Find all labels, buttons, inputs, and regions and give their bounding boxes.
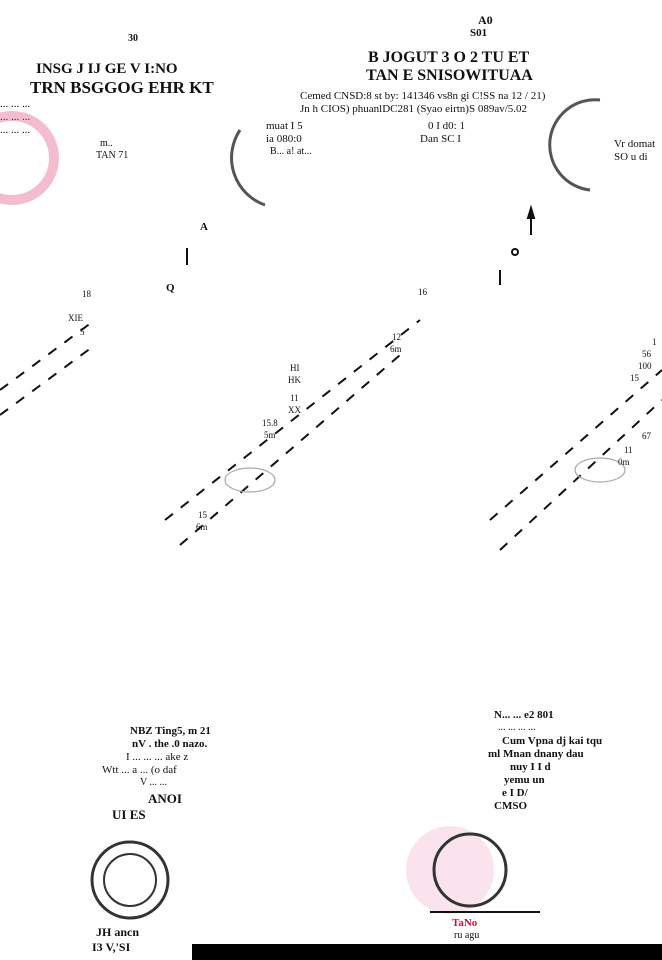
plot-label: 16 <box>418 287 427 297</box>
edge-right: SO u di <box>614 151 648 163</box>
left-line: ... ... ... <box>0 124 31 136</box>
official-seal-inner <box>103 853 157 907</box>
plot-label: HK <box>288 375 301 385</box>
info-left: muat I 5 <box>266 120 303 132</box>
boundary-line <box>0 344 96 416</box>
plot-label: 1 <box>652 337 657 347</box>
plot-label: HI <box>290 363 300 373</box>
footer-right-line: yemu un <box>504 774 545 786</box>
footer-right-line: ... ... ... ... <box>498 722 536 733</box>
footer-right-line: CMSO <box>494 800 527 812</box>
plot-label: 11 <box>624 445 633 455</box>
info-right: Dan SC I <box>420 133 461 145</box>
footer-right-signer: TaNo <box>452 917 478 929</box>
footer-left-title: UI ES <box>112 807 146 822</box>
official-seal <box>90 840 170 920</box>
footer-left-line: Wtt ... a ... (o daf <box>102 764 177 776</box>
footer-left-line: I ... ... ... ake z <box>126 751 189 763</box>
info-left: ia 080:0 <box>266 133 302 145</box>
plot-label: 15 <box>630 373 639 383</box>
seal-arc <box>548 98 601 192</box>
plot-label: 15.8 <box>262 418 278 428</box>
top-mark: 30 <box>128 33 138 44</box>
plot-label: 18 <box>82 289 91 299</box>
right-line-2: Jn h CIOS) phuanlDC281 (Syao eirtn)S 089… <box>300 103 528 115</box>
left-line: ... ... ... <box>0 111 31 123</box>
plot-label: 12 <box>392 332 401 342</box>
plot-label: 100 <box>638 361 652 371</box>
plot-label: A <box>200 221 208 233</box>
info-left: B... a! at... <box>270 146 312 157</box>
footer-left-line: V ... ... <box>140 777 168 788</box>
left-line: ... ... ... <box>0 98 31 110</box>
boundary-line <box>499 399 662 551</box>
plot-label: 5m <box>264 430 276 440</box>
footer-left-line: NBZ Ting5, m 21 <box>130 725 211 737</box>
left-title: TRN BSGGOG EHR KT <box>30 78 214 97</box>
faded-stamp <box>574 457 626 483</box>
footer-right-line: Cum Vpna dj kai tqu <box>502 735 603 747</box>
left-small: m.. <box>100 138 113 149</box>
plot-label: 0m <box>618 457 630 467</box>
plot-label: 67 <box>642 431 651 441</box>
edge-right: Vr domat <box>614 138 656 150</box>
footer-right-line: ml Mnan dnany dau <box>488 748 584 760</box>
north-arrow-head-icon <box>526 204 536 219</box>
plot-label: Q <box>166 282 175 294</box>
scan-black-bar <box>192 944 662 960</box>
footer-left-signer: I3 V,'SI <box>92 940 131 954</box>
plot-label: 15 <box>198 510 207 520</box>
footer-right-signer: ru agu <box>454 930 480 941</box>
left-title-top: INSG J IJ GE V I:NO <box>36 61 178 77</box>
plot-label: 11 <box>290 393 299 403</box>
plot-label: 5 <box>80 327 85 337</box>
footer-left-line: nV . the .0 nazo. <box>132 738 208 750</box>
survey-point-icon <box>511 248 519 256</box>
red-seal <box>406 826 494 914</box>
seal-arc <box>230 129 266 207</box>
boundary-line <box>179 354 401 546</box>
footer-left-title: ANOI <box>148 791 182 806</box>
right-title-2: TAN E SNISOWITUAA <box>366 67 533 84</box>
official-seal <box>432 832 508 908</box>
plot-label: XX <box>288 405 301 415</box>
plot-label: 56 <box>642 349 651 359</box>
info-right: 0 I d0: 1 <box>428 120 465 132</box>
footer-right-line: N... ... e2 801 <box>494 709 554 721</box>
plot-label: XIE <box>68 313 83 323</box>
top-mark: S01 <box>470 27 488 39</box>
left-small: TAN 71 <box>96 150 129 161</box>
footer-right-line: nuy I I d <box>510 761 551 773</box>
right-title-1: B JOGUT 3 O 2 TU ET <box>368 49 530 66</box>
right-line-1: Cemed CNSD:8 st by: 141346 vs8n gi C!SS … <box>300 90 546 102</box>
footer-left-signer: JH ancn <box>96 925 140 939</box>
boundary-line <box>164 319 421 521</box>
plot-label: 6m <box>390 344 402 354</box>
faded-stamp <box>224 467 276 493</box>
red-stamp <box>0 111 59 205</box>
plot-label: 6m <box>196 522 208 532</box>
top-mark: A0 <box>478 13 493 27</box>
footer-right-line: e I D/ <box>502 787 528 799</box>
boundary-line <box>489 369 662 521</box>
